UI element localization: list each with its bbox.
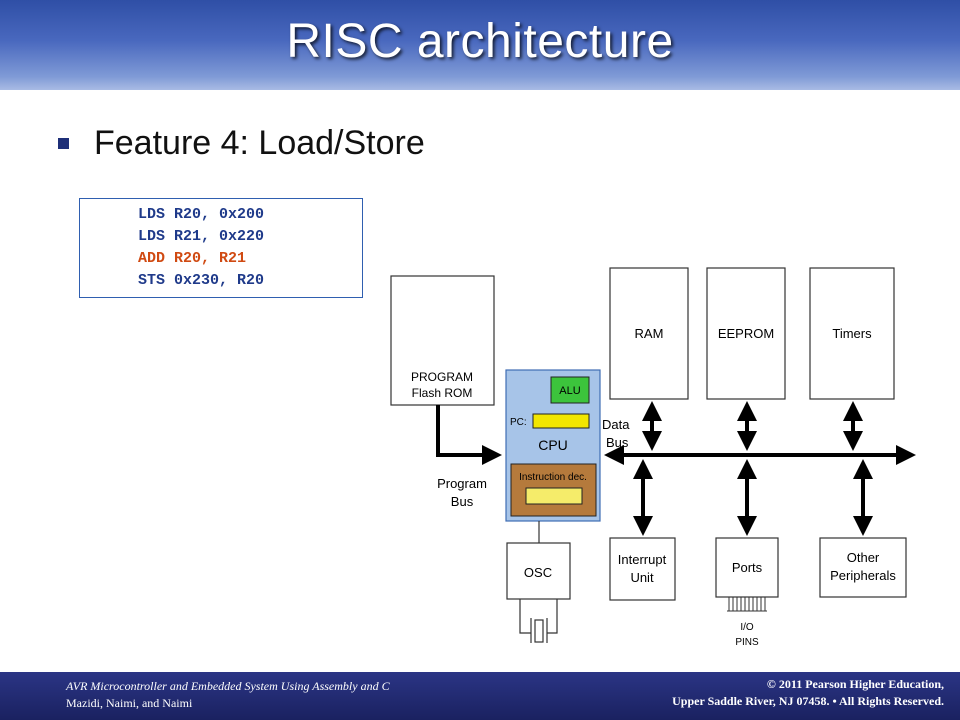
timers-label: Timers [832, 326, 872, 341]
other-label-1: Other [847, 550, 880, 565]
pc-register [532, 413, 590, 429]
rom-label-1: PROGRAM [411, 370, 473, 384]
osc-block: OSC [506, 542, 571, 600]
ram-block: RAM [609, 267, 689, 400]
program-bus-arrow [436, 405, 502, 465]
code-line: STS 0x230, R20 [138, 272, 265, 289]
footer-publisher-line: Upper Saddle River, NJ 07458. • All Righ… [672, 694, 944, 708]
timers-block: Timers [809, 267, 895, 400]
footer-copyright: © 2011 Pearson Higher Education, Upper S… [672, 676, 944, 710]
data-bus-label-1: Data [602, 417, 630, 432]
ports-label: Ports [732, 560, 763, 575]
code-box: LDS R20, 0x200 LDS R21, 0x220 ADD R20, R… [79, 198, 363, 298]
alu-label: ALU [559, 385, 580, 397]
bullet-text: Feature 4: Load/Store [94, 123, 425, 162]
program-bus-label-1: Program [437, 476, 487, 491]
ports-block: Ports [715, 537, 779, 598]
interrupt-label-2: Unit [630, 570, 654, 585]
pc-label: PC: [510, 417, 527, 428]
eeprom-label: EEPROM [718, 326, 774, 341]
code-line: LDS R20, 0x200 [138, 206, 265, 223]
program-flash-rom: PROGRAM Flash ROM [390, 275, 495, 406]
alu-block [550, 376, 590, 404]
eeprom-block: EEPROM [706, 267, 786, 400]
program-bus-label-2: Bus [451, 494, 474, 509]
io-pins-label-2: PINS [735, 637, 759, 648]
data-bus-label-2: Bus [606, 435, 629, 450]
bullet-item: Feature 4: Load/Store [58, 121, 425, 165]
io-pins-label-1: I/O [740, 622, 754, 633]
interrupt-label-1: Interrupt [618, 552, 667, 567]
footer-citation: AVR Microcontroller and Embedded System … [66, 678, 390, 712]
other-peripherals-block: Other Peripherals [819, 537, 907, 598]
interrupt-unit-block: Interrupt Unit [609, 537, 676, 601]
footer-bar [0, 672, 960, 720]
decoder-register [525, 487, 583, 505]
slide-title: RISC architecture [286, 15, 674, 68]
io-pins-icon [727, 597, 767, 612]
title-bar [0, 0, 960, 90]
code-line-highlighted: ADD R20, R21 [138, 250, 247, 267]
rom-label-2: Flash ROM [412, 386, 473, 400]
footer-authors: Mazidi, Naimi, and Naimi [66, 696, 193, 710]
ram-label: RAM [635, 326, 664, 341]
osc-label: OSC [524, 565, 552, 580]
bullet-square-icon [58, 137, 69, 149]
other-label-2: Peripherals [830, 568, 896, 583]
cpu-block: ALU PC: CPU Instruction dec. [505, 369, 601, 522]
footer-book-title: AVR Microcontroller and Embedded System … [66, 679, 390, 693]
decoder-label: Instruction dec. [519, 472, 587, 483]
cpu-label: CPU [538, 437, 568, 453]
footer-copyright-line: © 2011 Pearson Higher Education, [766, 677, 944, 691]
code-line: LDS R21, 0x220 [138, 228, 265, 245]
crystal-icon [519, 599, 558, 643]
